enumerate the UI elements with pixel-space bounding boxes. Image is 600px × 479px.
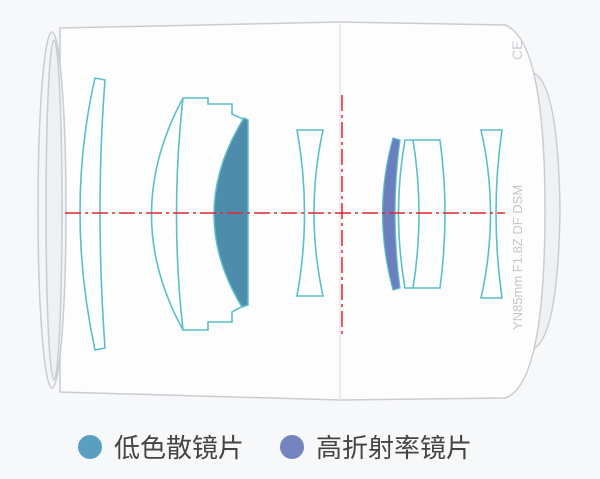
barrel-text: YN85mm F1.8Z DF DSM: [510, 185, 525, 330]
high-index-element: [381, 137, 401, 291]
legend-label: 低色散镜片: [114, 434, 245, 464]
legend-item-high-index: 高折射率镜片: [280, 428, 472, 465]
high-index-dot-icon: [280, 434, 305, 459]
legend-label: 高折射率镜片: [316, 434, 473, 464]
lens-element-3: [296, 129, 324, 297]
lens-element-6: [479, 129, 503, 299]
lens-element-5: [397, 139, 446, 289]
legend-item-low-dispersion: 低色散镜片: [78, 428, 244, 465]
legend: 低色散镜片 高折射率镜片: [78, 428, 508, 465]
lens-barrel: [37, 21, 561, 401]
lens-element-1: [79, 77, 106, 351]
ce-mark: CE: [509, 41, 525, 60]
low-dispersion-dot-icon: [78, 434, 102, 459]
lens-element-group-2-inner: [175, 97, 184, 331]
